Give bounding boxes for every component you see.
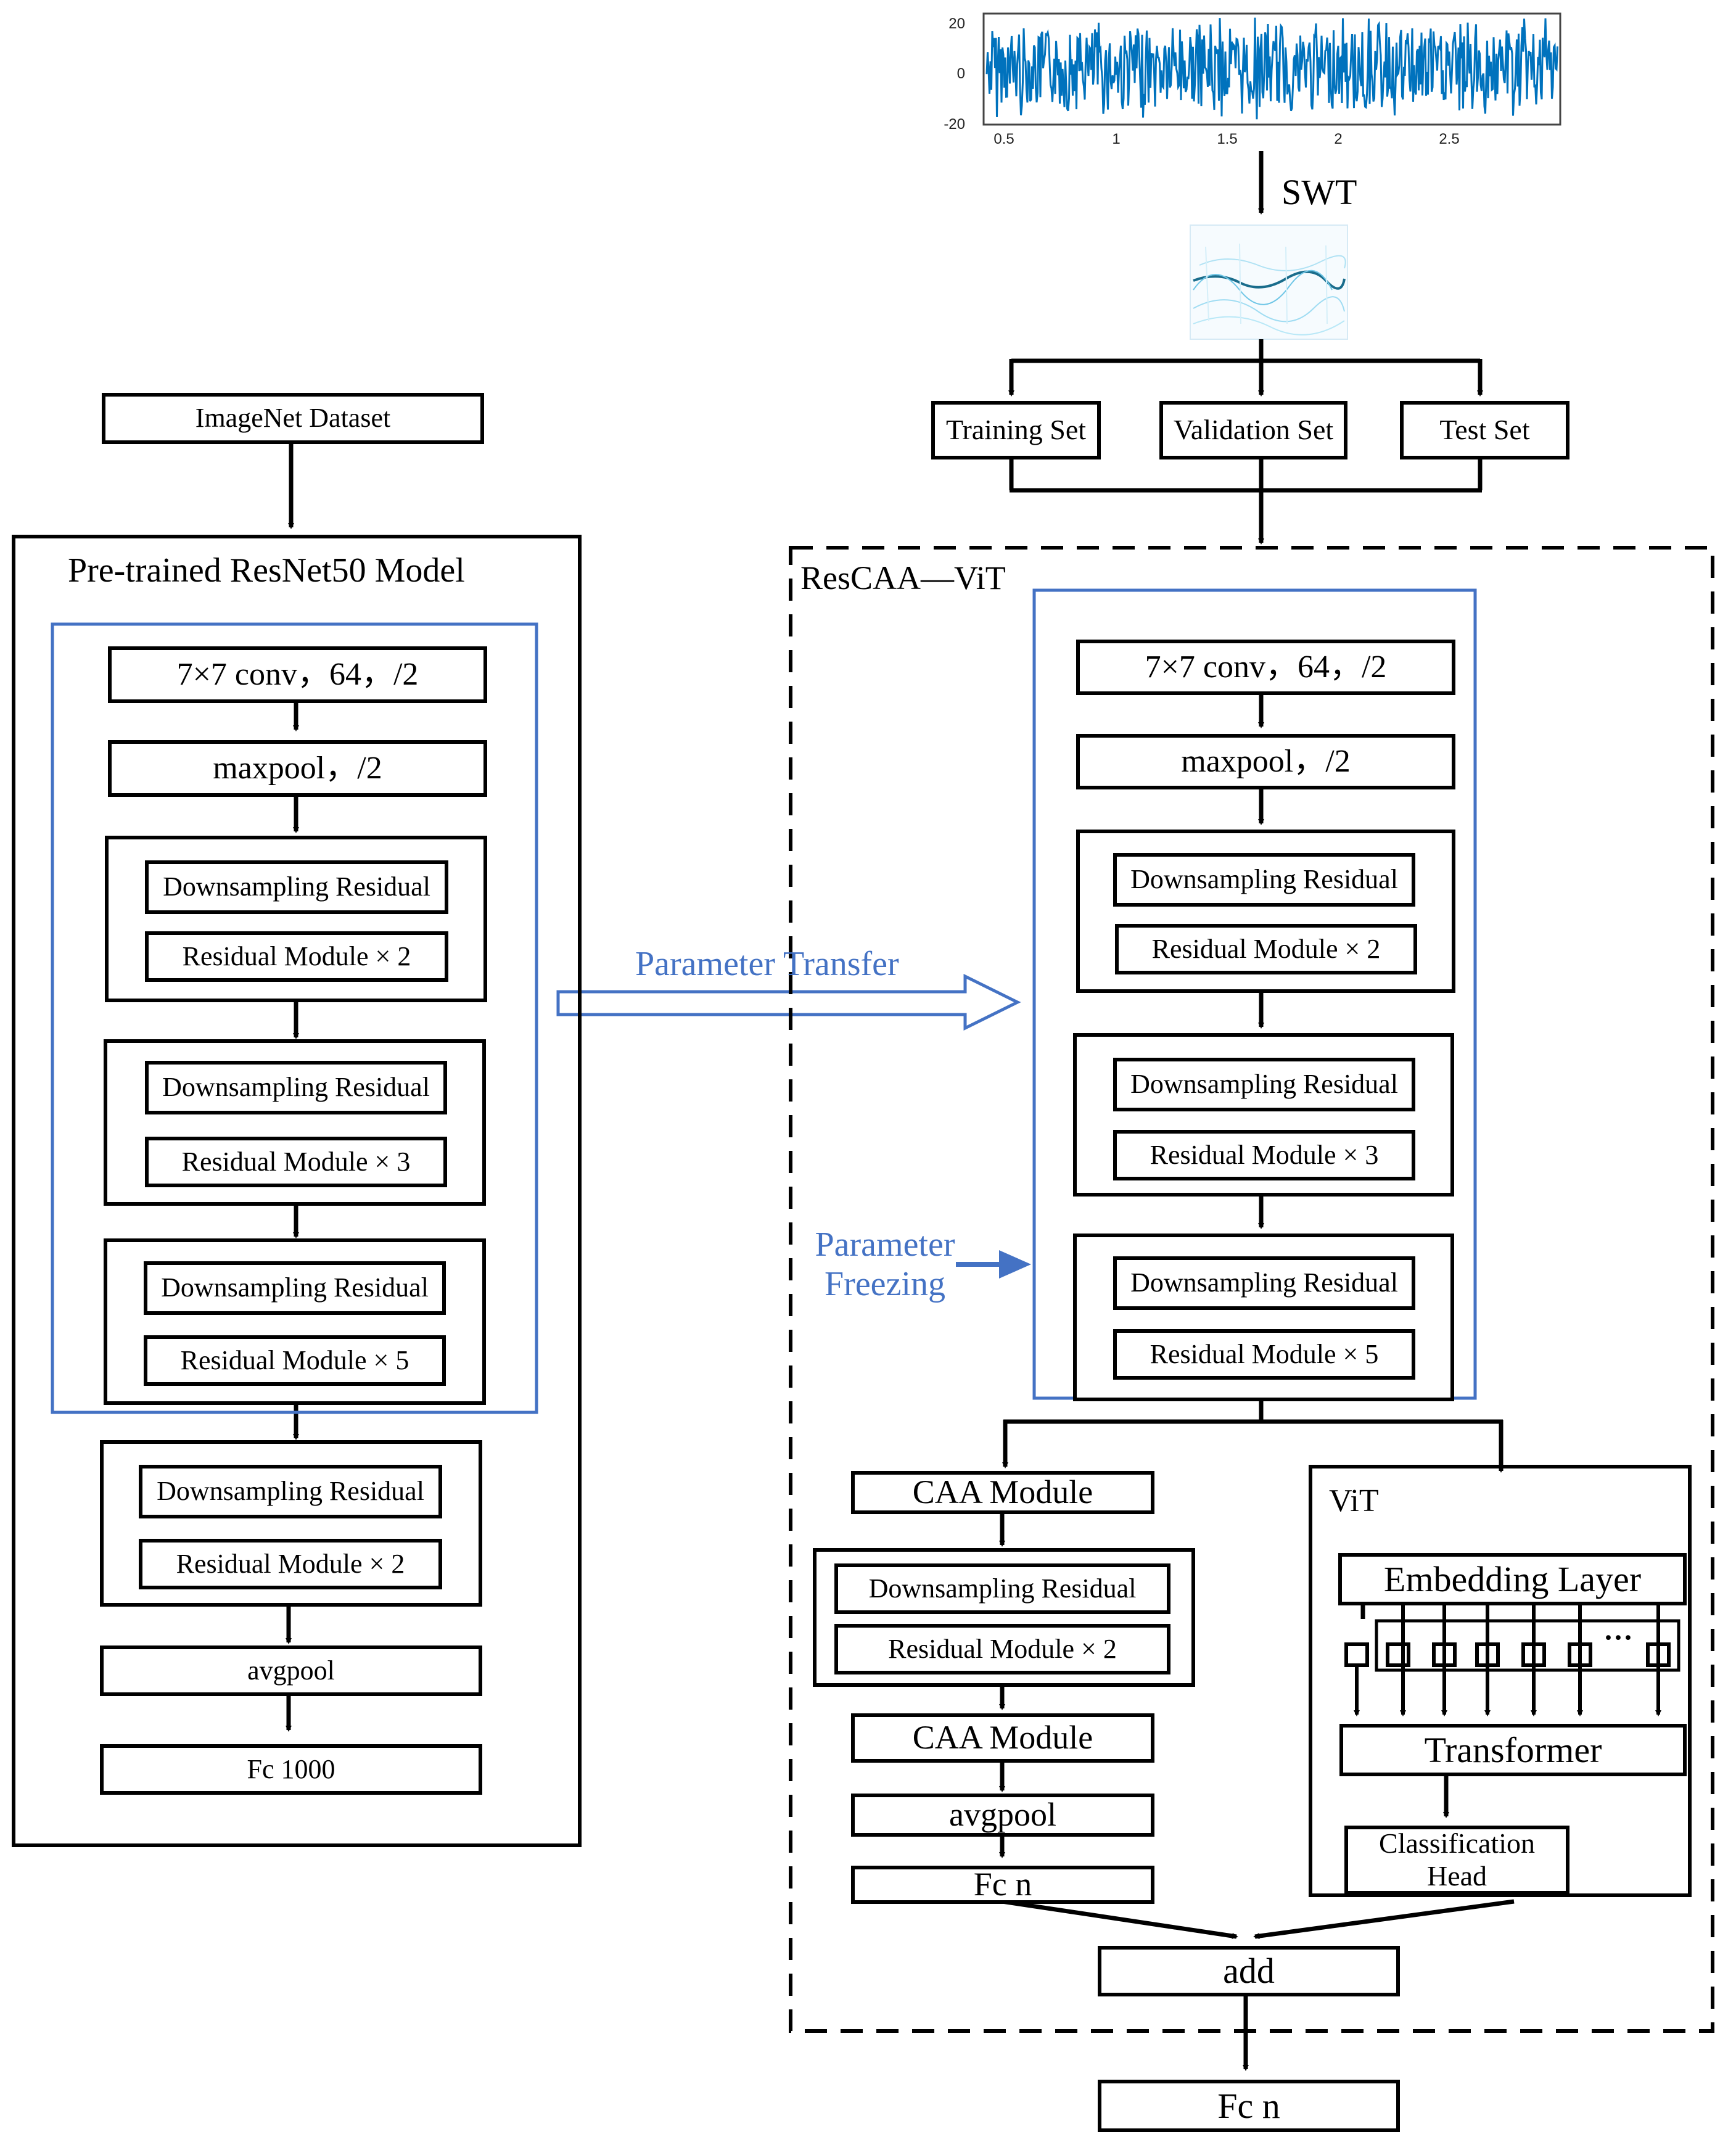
classification-head-box: Classification Head <box>1344 1826 1569 1895</box>
right-conv-box: 7×7 conv，64，/2 <box>1076 640 1455 695</box>
signal-waveform <box>985 17 1558 120</box>
vit-token-inputs <box>1344 1642 1671 1667</box>
left-avgpool-box: avgpool <box>100 1645 482 1696</box>
test-set-box: Test Set <box>1400 401 1569 459</box>
right-stage-3-down: Downsampling Residual <box>1113 1256 1415 1310</box>
right-stage-1-down: Downsampling Residual <box>1113 853 1415 907</box>
left-fc-box: Fc 1000 <box>100 1744 482 1795</box>
resnet50-frame <box>12 535 582 1847</box>
resnet50-title: Pre-trained ResNet50 Model <box>68 551 465 590</box>
rescaa-vit-title: ResCAA—ViT <box>800 561 1010 595</box>
vit-title: ViT <box>1329 1483 1379 1518</box>
right-stage-2-down: Downsampling Residual <box>1113 1058 1415 1111</box>
right-stage-1-res: Residual Module × 2 <box>1115 924 1417 974</box>
training-set-box: Training Set <box>931 401 1101 459</box>
classification-head-line-1: Classification <box>1379 1827 1535 1860</box>
branch-stage-res: Residual Module × 2 <box>834 1624 1170 1674</box>
right-stage-2-res: Residual Module × 3 <box>1113 1130 1415 1180</box>
validation-set-box: Validation Set <box>1159 401 1347 459</box>
signal-x-tick: 0.5 <box>993 131 1014 147</box>
left-stage-3-down: Downsampling Residual <box>144 1261 446 1315</box>
signal-y-tick: -20 <box>944 116 965 133</box>
rescaa-vit-frame <box>789 546 1714 2033</box>
branch-fc: Fc n <box>851 1866 1154 1904</box>
swt-label: SWT <box>1281 172 1357 212</box>
left-stage-3-res: Residual Module × 5 <box>144 1335 446 1386</box>
branch-stage-down: Downsampling Residual <box>834 1563 1170 1614</box>
right-stage-3-res: Residual Module × 5 <box>1113 1329 1415 1380</box>
left-stage-4-res: Residual Module × 2 <box>139 1539 442 1589</box>
signal-x-tick: 1 <box>1112 131 1121 147</box>
left-frozen-frame <box>51 622 538 1414</box>
signal-x-tick: 2.5 <box>1439 131 1460 147</box>
left-stage-1-down: Downsampling Residual <box>145 860 448 914</box>
freezing-line-2: Freezing <box>825 1265 945 1303</box>
left-conv-box: 7×7 conv，64，/2 <box>108 646 487 703</box>
left-stage-2-down: Downsampling Residual <box>145 1061 447 1114</box>
signal-y-tick: 20 <box>948 15 965 32</box>
classification-head-line-2: Head <box>1426 1860 1487 1892</box>
right-maxpool-box: maxpool，/2 <box>1076 734 1455 789</box>
parameter-transfer-arrow <box>556 973 1021 1031</box>
parameter-freezing-arrow <box>956 1250 1031 1279</box>
left-stage-2-res: Residual Module × 3 <box>145 1137 447 1187</box>
left-stage-1-res: Residual Module × 2 <box>145 931 448 982</box>
signal-x-tick: 2 <box>1334 131 1343 147</box>
branch-avgpool: avgpool <box>851 1794 1154 1837</box>
vit-frame <box>1309 1465 1692 1897</box>
signal-x-tick: 1.5 <box>1217 131 1238 147</box>
embedding-layer-box: Embedding Layer <box>1338 1553 1687 1605</box>
swt-scalogram <box>1190 224 1348 340</box>
parameter-transfer-label: Parameter Transfer <box>635 945 899 983</box>
caa-module-2: CAA Module <box>851 1713 1154 1763</box>
left-stage-4-down: Downsampling Residual <box>139 1465 442 1518</box>
parameter-freezing-label: Parameter Freezing <box>799 1218 971 1311</box>
freezing-line-1: Parameter <box>815 1225 955 1264</box>
signal-y-tick: 0 <box>956 65 965 82</box>
final-fc-box: Fc n <box>1098 2080 1400 2132</box>
token-ellipsis: ··· <box>1603 1621 1634 1654</box>
imagenet-dataset-box: ImageNet Dataset <box>102 393 484 444</box>
flow-lines <box>286 151 1680 2071</box>
left-maxpool-box: maxpool，/2 <box>108 740 487 797</box>
add-box: add <box>1098 1946 1400 1996</box>
caa-module-1: CAA Module <box>851 1471 1154 1514</box>
transformer-box: Transformer <box>1339 1724 1687 1776</box>
vit-token-arrows <box>1354 1605 1661 1716</box>
